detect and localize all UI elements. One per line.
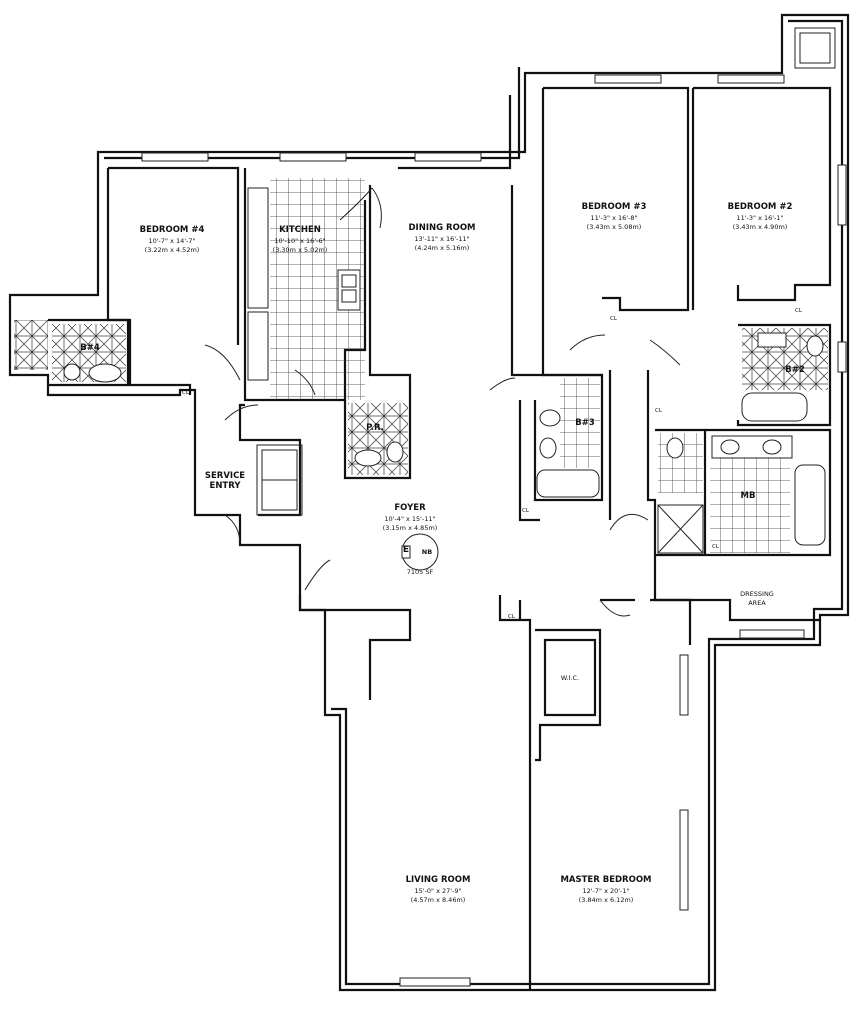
room-bedroom-4: BEDROOM #4 10'-7" x 14'-7" (3.22m x 4.52… [140,225,205,254]
room-name: FOYER [394,503,426,513]
exterior-walls [8,13,850,992]
elevator-symbol: E NB 7105 SF [401,533,439,576]
door-swings [204,187,681,617]
kitchen-tiles [247,178,365,400]
chase-box [794,27,836,69]
master-bath-label: MB [741,491,756,501]
room-bedroom-3: BEDROOM #3 11'-3" x 16'-8" (3.43m x 5.08… [582,202,647,231]
room-dim-imperial: 11'-3" x 16'-1" [736,214,783,222]
closet-label: CL [655,408,663,414]
service-entry-label: ENTRY [210,481,242,491]
room-dim-metric: (3.43m x 4.90m) [733,223,788,231]
room-foyer: FOYER 10'-4" x 15'-11" (3.15m x 4.85m) [383,503,438,532]
closet-label: CL [182,390,190,396]
area-note: 7105 SF [407,568,434,576]
room-dim-metric: (4.24m x 5.16m) [415,244,470,252]
room-dim-imperial: 10'-10" x 16'-6" [274,237,325,245]
walk-in-closet-label: W.I.C. [561,674,579,682]
room-kitchen: KITCHEN 10'-10" x 16'-6" (3.30m x 5.02m) [273,225,328,254]
closet-label: CL [610,316,618,322]
small-labels: SERVICE ENTRY B#4 P.R. B#3 B#2 MB DRESSI… [80,308,805,682]
room-dim-imperial: 12'-7" x 20'-1" [582,887,629,895]
room-dim-imperial: 10'-7" x 14'-7" [148,237,195,245]
room-name: KITCHEN [279,225,321,235]
bath-4-label: B#4 [80,343,100,353]
closet-label: CL [712,544,720,550]
elevator-letter: E [403,545,409,555]
dressing-area-label: DRESSING [740,590,774,598]
dressing-area-label: AREA [748,599,766,607]
room-name: DINING ROOM [409,223,476,233]
room-living: LIVING ROOM 15'-0" x 27'-9" (4.57m x 8.4… [406,875,471,904]
room-dining: DINING ROOM 13'-11" x 16'-11" (4.24m x 5… [409,223,476,252]
room-dim-imperial: 11'-3" x 16'-8" [590,214,637,222]
windows [141,74,847,987]
room-dim-metric: (3.22m x 4.52m) [145,246,200,254]
room-dim-metric: (3.30m x 5.02m) [273,246,328,254]
room-dim-metric: (3.43m x 5.08m) [587,223,642,231]
room-dim-metric: (3.15m x 4.85m) [383,524,438,532]
room-dim-imperial: 13'-11" x 16'-11" [414,235,469,243]
room-dim-imperial: 15'-0" x 27'-9" [414,887,461,895]
room-dim-metric: (3.84m x 6.12m) [579,896,634,904]
interior-walls [48,86,832,990]
b2-bath-tiles [741,328,828,422]
b3-bath-tiles [536,378,600,498]
pr-tiles [348,403,408,475]
closet-label: CL [522,508,530,514]
room-name: MASTER BEDROOM [560,875,651,885]
service-closet [256,444,303,516]
service-entry-label: SERVICE [205,471,245,481]
bath-2-label: B#2 [785,365,805,375]
closet-label: CL [508,614,516,620]
room-name: LIVING ROOM [406,875,471,885]
mb-bath-tiles [657,433,826,554]
closet-label: CL [795,308,803,314]
room-dim-imperial: 10'-4" x 15'-11" [384,515,435,523]
room-name: BEDROOM #3 [582,202,647,212]
room-dim-metric: (4.57m x 8.46m) [411,896,466,904]
elevator-code: NB [422,548,432,556]
powder-room-label: P.R. [366,423,384,433]
room-bedroom-2: BEDROOM #2 11'-3" x 16'-1" (3.43m x 4.90… [728,202,793,231]
room-master-bedroom: MASTER BEDROOM 12'-7" x 20'-1" (3.84m x … [560,875,651,904]
room-name: BEDROOM #4 [140,225,205,235]
bath-3-label: B#3 [575,418,595,428]
b4-bath-tiles [14,320,126,383]
room-name: BEDROOM #2 [728,202,793,212]
